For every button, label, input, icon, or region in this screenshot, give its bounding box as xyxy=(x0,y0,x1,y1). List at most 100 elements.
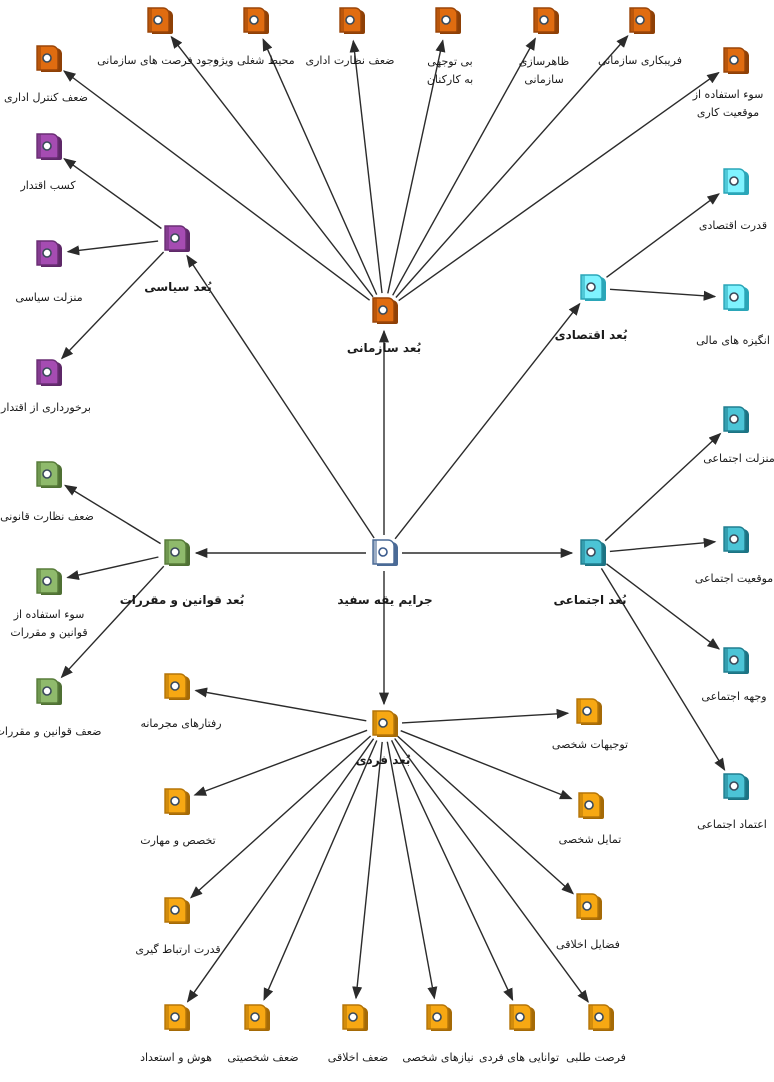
node-enjoy-power-icon xyxy=(34,358,64,388)
node-personal-justification-icon xyxy=(574,697,604,727)
node-weak-law-label: ضعف قوانین و مقررات xyxy=(0,724,101,740)
dimension-law-label: بُعد قوانین و مقررات xyxy=(120,592,245,608)
node-special-work-env-icon xyxy=(241,6,271,36)
node-org-deceit-label: فریبکاری سازمانی xyxy=(598,53,682,69)
center-node-icon xyxy=(370,538,400,568)
node-org-opportunity-label: وجود فرصت های سازمانی xyxy=(97,53,219,69)
node-weak-legal-supervision-icon xyxy=(34,460,64,490)
node-org-pretense-label-line2: سازمانی xyxy=(524,73,564,86)
node-intelligence-talent-label: هوش و استعداد xyxy=(140,1050,212,1066)
node-communication-power-icon xyxy=(162,896,192,926)
edge-center-to-dim_economic xyxy=(394,302,581,540)
edge-dim_indiv-to-i_weak_ethics xyxy=(352,741,383,1000)
node-social-position-label: موقعیت اجتماعی xyxy=(695,571,773,587)
node-economic-power-label-line1: قدرت اقتصادی xyxy=(698,219,768,232)
node-weak-ethics-label: ضعف اخلاقی xyxy=(328,1050,388,1066)
edge-dim_social-to-s_trust xyxy=(600,568,726,771)
node-social-face-label-line1: وجهه اجتماعی xyxy=(701,690,767,703)
node-org-pretense-label: ظاهرسازی سازمانی xyxy=(519,53,569,89)
node-weak-admin-supervision-icon xyxy=(337,6,367,36)
dimension-organizational-label: بُعد سازمانی xyxy=(347,340,421,356)
node-weak-admin-control-label: ضعف کنترل اداری xyxy=(4,90,88,106)
dimension-social-label-line1: بُعد اجتماعی xyxy=(553,593,627,607)
node-enjoy-power-label-line1: برخورداری از اقتدار xyxy=(1,401,91,414)
node-social-position-label-line1: موقعیت اجتماعی xyxy=(694,572,774,585)
node-special-work-env-label: محیط شغلی ویژه xyxy=(213,53,294,69)
edge-dim_indiv-to-i_criminal xyxy=(194,687,367,722)
edge-dim_indiv-to-i_opportunism xyxy=(394,738,589,1003)
node-weak-personality-label-line1: ضعف شخصیتی xyxy=(227,1051,299,1064)
dimension-law-icon xyxy=(162,538,192,568)
node-financial-motive-icon xyxy=(721,283,751,313)
node-economic-power-icon xyxy=(721,167,751,197)
dimension-organizational-label-line1: بُعد سازمانی xyxy=(346,341,422,355)
node-weak-admin-supervision-label-line1: ضعف نظارت اداری xyxy=(305,54,395,67)
dimension-social-icon xyxy=(578,538,608,568)
node-special-work-env-label-line1: محیط شغلی ویژه xyxy=(213,54,295,67)
edge-center-to-dim_political xyxy=(186,254,375,539)
node-social-trust-label: اعتماد اجتماعی xyxy=(697,817,767,833)
node-staff-neglect-label-line2: به کارکنان xyxy=(426,73,474,86)
node-weak-admin-control-icon xyxy=(34,44,64,74)
node-staff-neglect-icon xyxy=(433,6,463,36)
node-gain-power-label-line1: کسب اقتدار xyxy=(20,179,76,192)
node-personal-tendencies-label: تمایل شخصی xyxy=(559,832,622,848)
node-communication-power-label-line1: قدرت ارتباط گیری xyxy=(135,943,221,956)
node-criminal-behavior-label-line1: رفتارهای مجرمانه xyxy=(140,717,222,730)
edge-dim_political-to-p_status xyxy=(66,240,159,256)
center-node-label-line1: جرایم یقه سفید xyxy=(337,593,433,607)
dimension-economic-icon xyxy=(578,273,608,303)
node-political-status-label: منزلت سیاسی xyxy=(15,290,82,306)
node-job-position-misuse-label-line1: سوء استفاده از xyxy=(692,88,764,101)
edge-dim_social-to-s_position xyxy=(609,537,717,553)
node-personal-tendencies-label-line1: تمایل شخصی xyxy=(558,833,622,846)
node-org-pretense-label-line1: ظاهرسازی xyxy=(518,55,570,68)
dimension-economic-label-line1: بُعد اقتصادی xyxy=(554,328,628,342)
node-opportunism-label: فرصت طلبی xyxy=(566,1050,626,1066)
dimension-economic-label: بُعد اقتصادی xyxy=(555,327,628,343)
dimension-political-icon xyxy=(162,224,192,254)
dimension-individual-label: بُعد فردی xyxy=(356,752,411,768)
node-org-opportunity-icon xyxy=(145,6,175,36)
edge-dim_law-to-l_weak_legal xyxy=(64,484,161,545)
edge-dim_indiv-to-i_justification xyxy=(401,708,570,724)
node-expertise-skill-icon xyxy=(162,787,192,817)
dimension-political-label: بُعد سیاسی xyxy=(144,279,212,295)
edge-dim_political-to-p_gain_power xyxy=(63,157,162,230)
edge-dim_organ-to-o_admin_superv xyxy=(349,39,383,294)
node-financial-motive-label: انگیزه های مالی xyxy=(696,333,770,349)
node-personal-needs-label: نیازهای شخصی xyxy=(402,1050,473,1066)
node-social-face-label: وجهه اجتماعی xyxy=(701,689,766,705)
edge-dim_organ-to-o_deceit xyxy=(395,35,629,298)
node-org-opportunity-label-line1: وجود فرصت های سازمانی xyxy=(97,54,219,67)
edge-dim_indiv-to-i_weak_person xyxy=(263,740,378,1001)
node-ethical-virtues-icon xyxy=(574,892,604,922)
edge-dim_organ-to-o_neglect xyxy=(387,39,446,294)
edge-dim_social-to-s_status xyxy=(604,432,722,542)
node-social-status-icon xyxy=(721,405,751,435)
node-ethical-virtues-label: فضایل اخلاقی xyxy=(556,937,620,953)
node-org-pretense-icon xyxy=(531,6,561,36)
node-weak-law-label-line1: ضعف قوانین و مقررات xyxy=(0,725,102,738)
edge-dim_indiv-to-i_needs xyxy=(386,741,438,1000)
edge-dim_indiv-to-i_tendencies xyxy=(400,730,573,800)
node-ethical-virtues-label-line1: فضایل اخلاقی xyxy=(556,938,620,951)
edge-dim_indiv-to-i_intelligence xyxy=(186,738,375,1003)
edge-dim_organ-to-o_misuse_pos xyxy=(398,71,720,302)
edge-dim_indiv-to-i_abilities xyxy=(390,740,514,1002)
node-criminal-behavior-icon xyxy=(162,672,192,702)
edge-dim_organ-to-o_pretense xyxy=(392,37,536,296)
node-personal-tendencies-icon xyxy=(576,791,606,821)
dimension-individual-icon xyxy=(370,709,400,739)
dimension-social-label: بُعد اجتماعی xyxy=(554,592,627,608)
node-expertise-skill-label: تخصص و مهارت xyxy=(140,833,215,849)
node-org-deceit-label-line1: فریبکاری سازمانی xyxy=(598,54,682,67)
node-enjoy-power-label: برخورداری از اقتدار xyxy=(1,400,91,416)
node-weak-legal-supervision-label-line1: ضعف نظارت قانونی xyxy=(0,510,94,523)
node-opportunism-icon xyxy=(586,1003,616,1033)
node-weak-law-icon xyxy=(34,677,64,707)
